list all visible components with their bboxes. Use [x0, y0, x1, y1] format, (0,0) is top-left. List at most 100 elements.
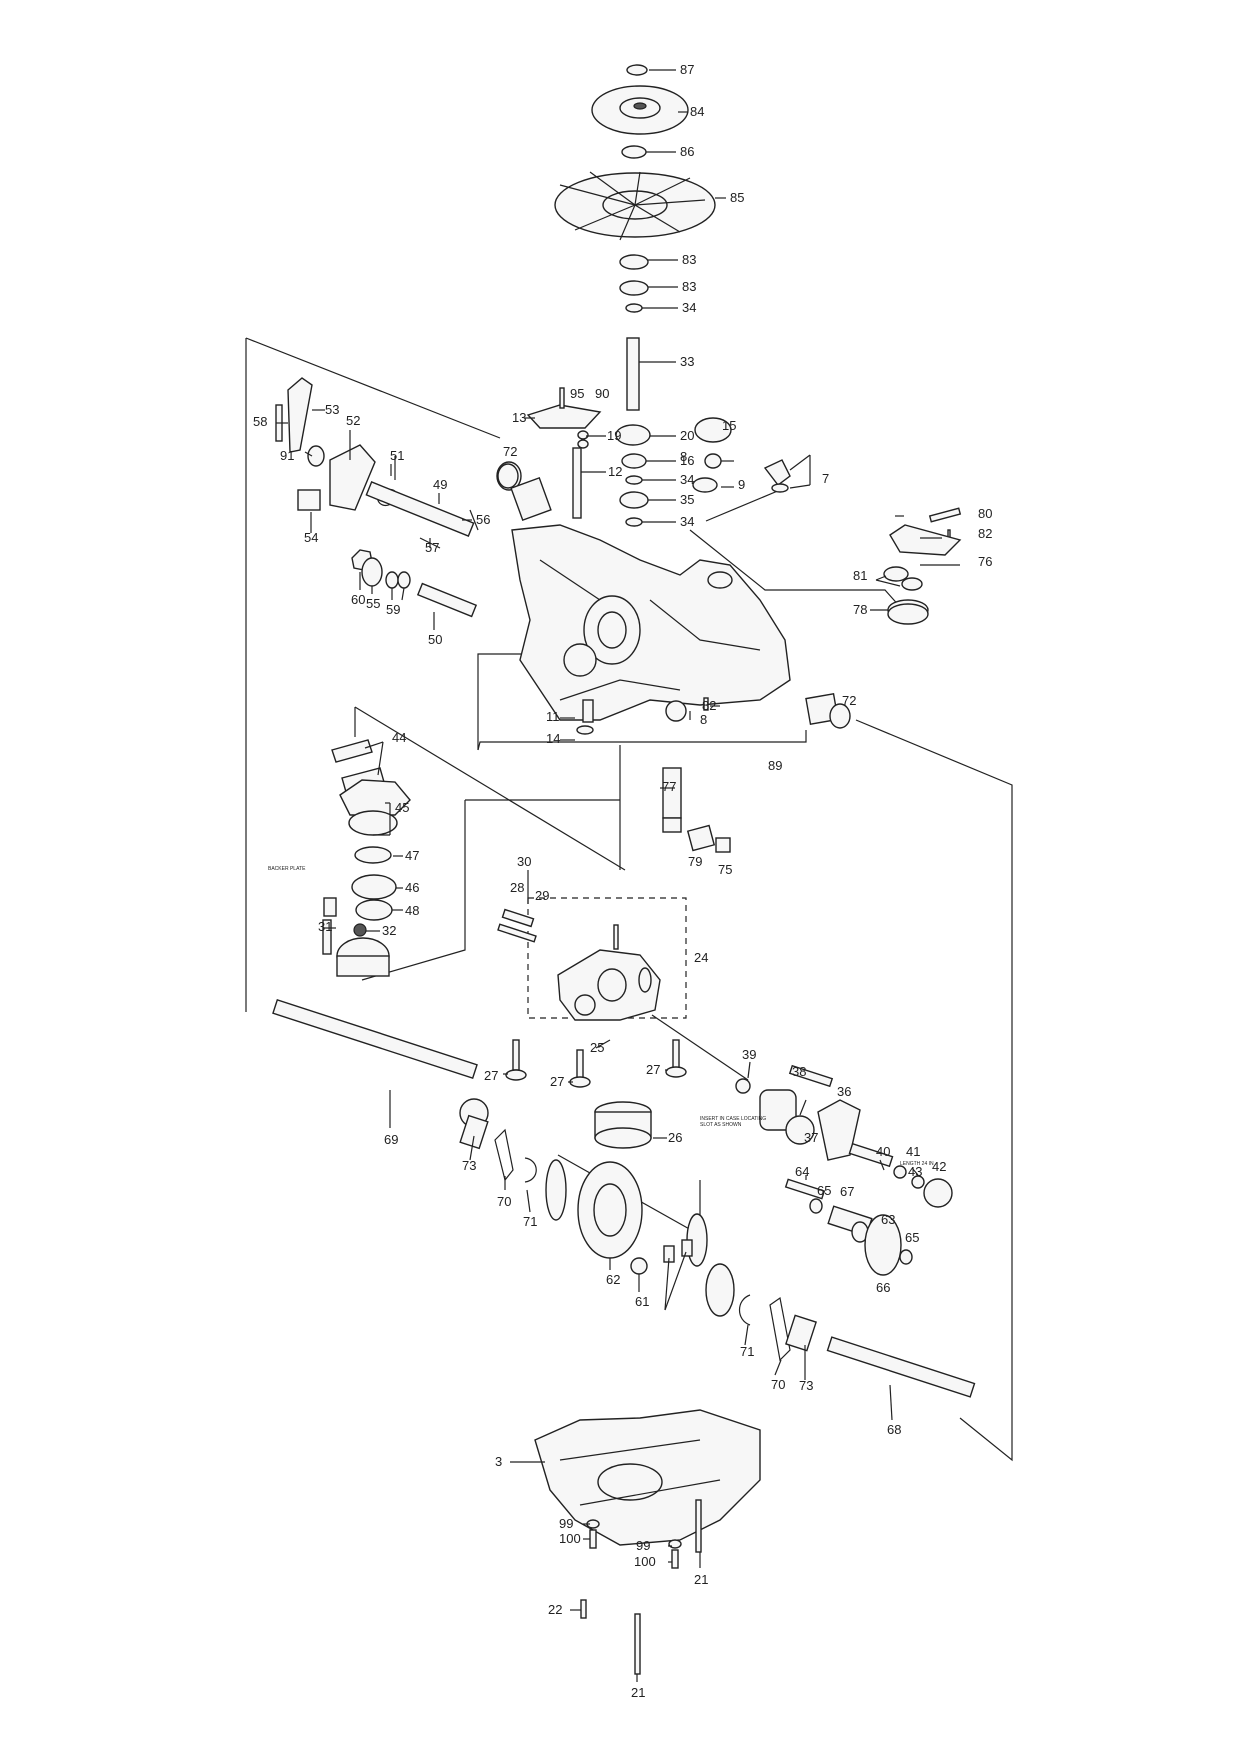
part-label: 70: [497, 1194, 511, 1209]
part-label: 56: [476, 512, 490, 527]
part-label: 30: [517, 854, 531, 869]
part-label: 82: [978, 526, 992, 541]
note-insert-line: SLOT AS SHOWN: [700, 1122, 742, 1128]
part-69-axle: [272, 999, 478, 1079]
part-label: 21: [631, 1685, 645, 1700]
part-label: 76: [978, 554, 992, 569]
part-label: 43: [908, 1164, 922, 1179]
part-label: 66: [876, 1280, 890, 1295]
part-label: 54: [304, 530, 318, 545]
part-label: 64: [795, 1164, 809, 1179]
part-label: 52: [346, 413, 360, 428]
part-label: 40: [876, 1144, 890, 1159]
part-label: 71: [740, 1344, 754, 1359]
part-label: 51: [390, 448, 404, 463]
part-label: 44: [392, 730, 406, 745]
part-85-fan: [554, 171, 716, 241]
part-45-swashplate: [339, 779, 411, 816]
part-label: 3: [495, 1454, 502, 1469]
part-label: 12: [608, 464, 622, 479]
part-label: 80: [978, 506, 992, 521]
part-label: 85: [730, 190, 744, 205]
part-label: 48: [405, 903, 419, 918]
note-backer-plate: BACKER PLATE: [268, 866, 306, 872]
part-label: 7: [822, 471, 829, 486]
note-length: LENGTH 24 IN: [900, 1161, 934, 1167]
part-label: 46: [405, 880, 419, 895]
part-53-lever: [287, 377, 313, 453]
part-label: 75: [718, 862, 732, 877]
part-label: 28: [510, 880, 524, 895]
part-label: 31: [318, 919, 332, 934]
part-label: 70: [771, 1377, 785, 1392]
part-label: 87: [680, 62, 694, 77]
part-label: 21: [694, 1572, 708, 1587]
part-label: 61: [635, 1294, 649, 1309]
part-label: 20: [680, 428, 694, 443]
part-33-input-shaft: [626, 337, 640, 411]
part-label: 67: [840, 1184, 854, 1199]
part-label: 35: [680, 492, 694, 507]
part-label: 55: [366, 596, 380, 611]
part-label: 79: [688, 854, 702, 869]
part-label: 68: [887, 1422, 901, 1437]
part-label: 19: [607, 428, 621, 443]
part-62-ring-gear: [577, 1161, 643, 1259]
part-label: 53: [325, 402, 339, 417]
part-label: 100: [559, 1531, 581, 1546]
part-label: 11: [546, 709, 560, 724]
part-label: 69: [384, 1132, 398, 1147]
main-housing: [511, 524, 791, 721]
part-label: 38: [792, 1064, 806, 1079]
part-label: 72: [503, 444, 517, 459]
part-68-axle: [826, 1336, 976, 1398]
part-label: 13: [512, 410, 526, 425]
part-label: 8: [680, 449, 687, 464]
part-label: 45: [395, 800, 409, 815]
part-label: 89: [768, 758, 782, 773]
note-insert-line: INSERT IN CASE LOCATING: [700, 1116, 766, 1122]
part-label: 25: [590, 1040, 604, 1055]
part-label: 99: [559, 1516, 573, 1531]
part-label: 27: [646, 1062, 660, 1077]
part-49-shaft: [365, 480, 475, 538]
part-label: 59: [386, 602, 400, 617]
part-label: 73: [799, 1378, 813, 1393]
part-label: 90: [595, 386, 609, 401]
part-3-lower-housing: [534, 1409, 761, 1546]
part-label: 73: [462, 1158, 476, 1173]
part-label: 32: [382, 923, 396, 938]
part-label: 24: [694, 950, 708, 965]
part-label: 82: [702, 698, 716, 713]
part-label: 81: [853, 568, 867, 583]
part-label: 36: [837, 1084, 851, 1099]
part-label: 34: [682, 300, 696, 315]
part-label: 65: [905, 1230, 919, 1245]
part-label: 99: [636, 1538, 650, 1553]
part-label: 100: [634, 1554, 656, 1569]
part-label: 37: [804, 1130, 818, 1145]
part-label: 8: [700, 712, 707, 727]
part-label: 27: [550, 1074, 564, 1089]
part-label: 83: [682, 279, 696, 294]
part-87-shape: [626, 64, 648, 76]
leader-lines: [276, 69, 960, 1682]
part-label: 91: [280, 448, 294, 463]
part-label: 26: [668, 1130, 682, 1145]
part-label: 83: [682, 252, 696, 267]
part-label: 60: [351, 592, 365, 607]
part-label: 49: [433, 477, 447, 492]
part-label: 22: [548, 1602, 562, 1617]
part-label: 62: [606, 1272, 620, 1287]
part-label: 65: [817, 1183, 831, 1198]
part-66-gear: [864, 1214, 902, 1276]
part-label: 34: [680, 514, 694, 529]
part-label: 57: [425, 540, 439, 555]
part-label: 39: [742, 1047, 756, 1062]
part-label: 72: [842, 693, 856, 708]
part-label: 47: [405, 848, 419, 863]
